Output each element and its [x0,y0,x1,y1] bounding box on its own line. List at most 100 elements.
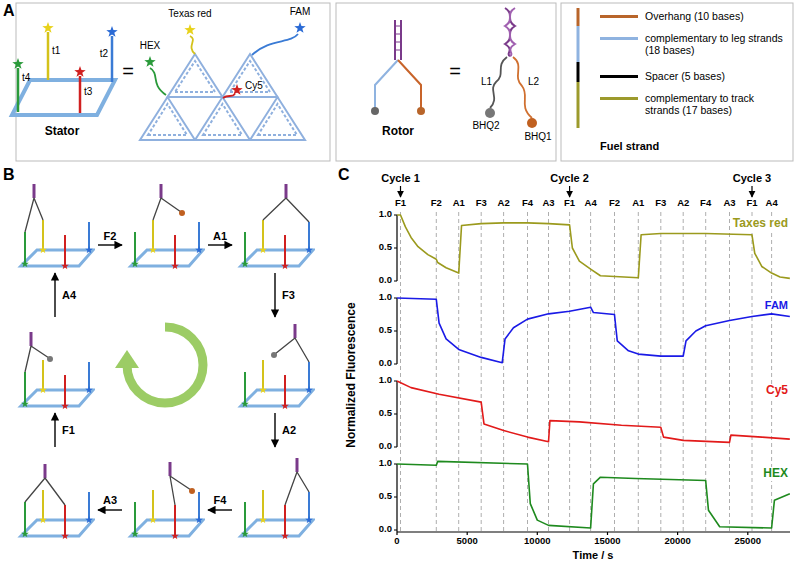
stator-schematic [47,32,50,80]
origami-stator [250,97,305,140]
cycle-arrow [115,350,139,368]
rotor-schematic [375,60,398,108]
event-line [771,212,772,532]
event-label: A2 [498,198,510,209]
tick-label: 1.0 [379,458,392,469]
leg-name: t2 [100,48,108,60]
tick-label: 25000 [735,536,761,547]
leg-name: L2 [528,76,539,88]
origami-stator [140,54,305,140]
dye-name: HEX [140,40,161,52]
event-label: A1 [453,198,465,209]
walker-state [189,488,195,494]
dye-strand [190,36,195,54]
walker-state [30,332,33,346]
event-label: F3 [476,198,487,209]
event-label: A4 [766,198,778,209]
cycle-marker [401,186,753,197]
dye-strand [144,56,155,67]
rotor-schematic [417,107,425,115]
event-line [527,212,528,532]
walker-state [160,184,163,198]
walker-state [169,462,172,476]
step-arrow [274,273,275,317]
cycle-label: Cycle 1 [381,172,420,185]
legend-swatch [600,97,638,100]
event-label: F3 [655,198,666,209]
rotor-detail [505,8,515,56]
tick-label: 1.0 [379,209,392,220]
cycle-label: Cycle 3 [733,172,772,185]
walker-state [170,476,191,505]
tick-label: 20000 [664,536,690,547]
step-arrow [55,245,275,510]
event-line [401,212,772,532]
step-arrow [208,509,232,510]
cycle-label: Cycle 2 [550,172,589,185]
cycle-marker [569,186,570,197]
event-label: F4 [700,198,711,209]
panel-frame [16,3,793,161]
fluorescence-trace [397,381,790,442]
tick-label: 10000 [524,536,550,547]
rotor-schematic [371,20,425,115]
axis-title: Time / s [573,549,614,562]
axis-title: Normalized Fluorescence [345,302,359,447]
walker-state [275,338,309,362]
origami-stator [203,104,242,135]
legend-swatch [600,37,638,40]
step-arrow [54,273,55,317]
step-arrow [98,244,122,245]
rotor-schematic [398,60,421,108]
walker-state [296,458,299,472]
rotor-detail [485,8,537,128]
rotor-schematic [395,20,401,60]
origami-stator [175,61,215,92]
event-label: F1 [395,198,406,209]
walker-state [25,198,43,232]
cycle-arrow [127,327,203,403]
event-line [481,212,482,532]
dye-name: FAM [290,6,311,18]
step-label: F3 [282,289,295,302]
tick-label: 1.0 [379,375,392,386]
rotor-detail [505,8,515,56]
event-label: A4 [585,198,597,209]
step-label: F1 [62,424,75,437]
tick-label: 0.0 [379,441,392,452]
walker-state [271,352,277,358]
walker-state [263,198,309,222]
walker-state [21,332,93,409]
event-label: F1 [564,198,575,209]
event-label: F2 [431,198,442,209]
walker-state [131,462,203,539]
rotor-detail [490,57,507,108]
walker-state [241,458,313,539]
step-arrow [98,509,122,510]
event-line [752,212,753,532]
leg-name: t4 [22,72,30,84]
walker-state [44,464,47,478]
fuel-strand [577,62,580,82]
fuel-strand [577,82,580,128]
event-label: A3 [542,198,554,209]
origami-stator [168,54,223,97]
fluorescence-trace [397,298,790,363]
tick-label: 0.5 [379,325,392,336]
event-line [638,212,639,532]
tick-label: 15000 [594,536,620,547]
stator-schematic [17,68,20,112]
event-line [503,212,504,532]
plot-axis [394,215,790,535]
step-label: F4 [214,494,227,507]
walker-state [131,184,203,269]
dye-strand [150,68,166,95]
stator-schematic [79,76,82,113]
rotor-schematic [371,107,379,115]
rotor-schematic [395,26,401,50]
cycle-marker [751,186,752,197]
fuel-strand [577,8,580,26]
panel-frame [561,3,793,161]
legend-text: Spacer (5 bases) [645,70,790,82]
walker-state [131,220,203,269]
